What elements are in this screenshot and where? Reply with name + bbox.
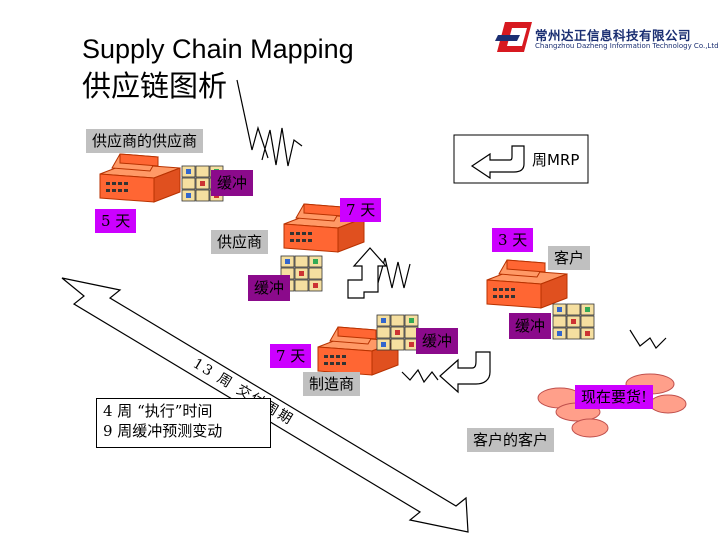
lead-time-badge: 5 天 — [95, 209, 137, 233]
manufacturer-label: 制造商 — [303, 372, 361, 396]
customers-customer-label: 客户的客户 — [467, 428, 555, 452]
lead-time-badge: 7 天 — [340, 198, 382, 222]
weekly-mrp-label: 周MRP — [532, 151, 580, 169]
zigzag-signal-icon — [261, 127, 303, 167]
buffer-label-customer: 缓冲 — [509, 313, 552, 339]
note-line: 4 周 “执行”时间 — [103, 402, 213, 420]
tier2-supplier-label: 供应商的供应商 — [86, 129, 204, 153]
note-line: 9 周缓冲预测变动 — [103, 422, 223, 440]
zigzag-signal-icon — [401, 368, 439, 384]
left-arrow-icon — [439, 351, 491, 394]
demand-now-label: 现在要货! — [575, 385, 654, 409]
supplier-label: 供应商 — [211, 230, 269, 254]
up-arrow-icon — [347, 247, 388, 299]
manufacturer-buffer-crates-icon — [376, 314, 419, 351]
buffer-label-tier2: 缓冲 — [211, 170, 254, 196]
customer-label: 客户 — [548, 246, 591, 270]
customer-buffer-crates-icon — [552, 303, 595, 340]
logo-mark-icon — [495, 22, 532, 52]
mrp-arrow-icon — [470, 145, 525, 180]
company-name-zh: 常州达正信息科技有限公司 — [535, 28, 692, 43]
buffer-label-manufacturer: 缓冲 — [416, 328, 459, 354]
lead-time-badge: 3 天 — [492, 228, 534, 252]
page-title-zh: 供应链图析 — [82, 69, 228, 103]
company-name-en: Changzhou Dazheng Information Technology… — [535, 42, 719, 50]
tier2-supplier-factory-icon — [99, 153, 181, 203]
page-title-en: Supply Chain Mapping — [82, 34, 354, 64]
zigzag-signal-icon — [629, 329, 667, 349]
title-pointer-line — [236, 79, 269, 159]
lead-time-badge: 7 天 — [270, 344, 312, 368]
buffer-label-supplier: 缓冲 — [248, 275, 291, 301]
notes-box: 4 周 “执行”时间 9 周缓冲预测变动 — [96, 398, 271, 448]
